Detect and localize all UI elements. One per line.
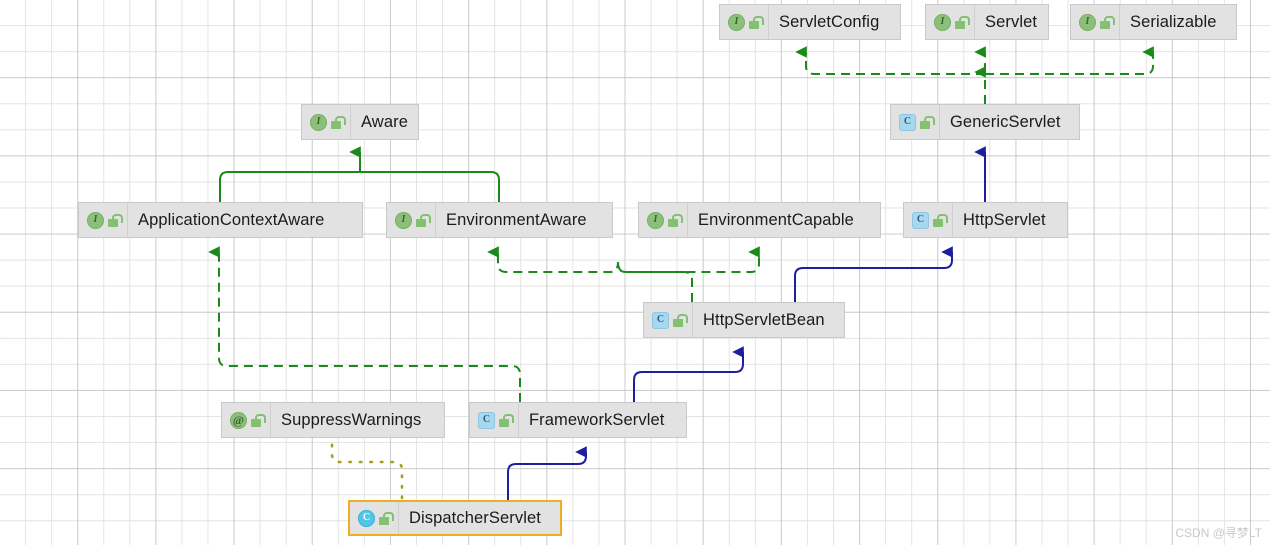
unlock-icon	[331, 115, 346, 129]
unlock-icon	[668, 213, 683, 227]
edge-dispatcherservlet-annotation-suppresswarnings	[330, 436, 404, 500]
node-label: Serializable	[1130, 12, 1217, 31]
node-label: SuppressWarnings	[281, 410, 422, 429]
node-icons: I	[720, 5, 769, 39]
node-icons: I	[926, 5, 975, 39]
annotation-icon: @	[230, 411, 247, 429]
edge-dispatcherservlet-extends-frameworkservlet	[507, 446, 587, 500]
node-dispatcherservlet[interactable]: C DispatcherServlet	[348, 500, 562, 536]
unlock-icon	[749, 15, 764, 29]
node-label: EnvironmentCapable	[698, 210, 854, 229]
edge-httpservletbean-implements	[487, 246, 760, 302]
node-label: HttpServlet	[963, 210, 1046, 229]
unlock-icon	[379, 511, 394, 525]
node-icons: I	[1071, 5, 1120, 39]
unlock-icon	[108, 213, 123, 227]
edge-aware-extends	[219, 146, 500, 202]
edge-frameworkservlet-implements-applicationcontextaware	[208, 246, 521, 402]
node-icons: C	[891, 105, 940, 139]
node-icons: I	[387, 203, 436, 237]
node-icons: I	[79, 203, 128, 237]
class-icon: C	[358, 509, 375, 527]
node-servlet[interactable]: I Servlet	[925, 4, 1049, 40]
node-label: ApplicationContextAware	[138, 210, 325, 229]
node-environmentaware[interactable]: I EnvironmentAware	[386, 202, 613, 238]
node-label: Servlet	[985, 12, 1038, 31]
node-suppresswarnings[interactable]: @ SuppressWarnings	[221, 402, 445, 438]
node-icons: C	[350, 502, 399, 534]
edge-genericservlet-implements	[795, 46, 1154, 104]
interface-icon: I	[87, 211, 104, 229]
interface-icon: I	[728, 13, 745, 31]
unlock-icon	[1100, 15, 1115, 29]
node-label: HttpServletBean	[703, 310, 825, 329]
watermark: CSDN @寻梦LT	[1175, 526, 1262, 540]
node-genericservlet[interactable]: C GenericServlet	[890, 104, 1080, 140]
node-icons: @	[222, 403, 271, 437]
node-icons: I	[302, 105, 351, 139]
edge-httpservletbean-extends-httpservlet	[794, 246, 953, 302]
node-label: ServletConfig	[779, 12, 880, 31]
class-icon: C	[912, 211, 929, 229]
node-servletconfig[interactable]: I ServletConfig	[719, 4, 901, 40]
unlock-icon	[933, 213, 948, 227]
node-applicationcontextaware[interactable]: I ApplicationContextAware	[78, 202, 363, 238]
unlock-icon	[673, 313, 688, 327]
interface-icon: I	[934, 13, 951, 31]
interface-icon: I	[395, 211, 412, 229]
interface-icon: I	[1079, 13, 1096, 31]
node-icons: C	[904, 203, 953, 237]
node-httpservlet[interactable]: C HttpServlet	[903, 202, 1068, 238]
node-label: Aware	[361, 112, 408, 131]
interface-icon: I	[647, 211, 664, 229]
edge-frameworkservlet-extends-httpservletbean	[633, 346, 744, 402]
node-serializable[interactable]: I Serializable	[1070, 4, 1237, 40]
class-icon: C	[652, 311, 669, 329]
unlock-icon	[416, 213, 431, 227]
unlock-icon	[920, 115, 935, 129]
class-icon: C	[899, 113, 916, 131]
node-environmentcapable[interactable]: I EnvironmentCapable	[638, 202, 881, 238]
node-label: EnvironmentAware	[446, 210, 587, 229]
unlock-icon	[499, 413, 514, 427]
node-aware[interactable]: I Aware	[301, 104, 419, 140]
node-httpservletbean[interactable]: C HttpServletBean	[643, 302, 845, 338]
node-icons: I	[639, 203, 688, 237]
node-icons: C	[470, 403, 519, 437]
node-icons: C	[644, 303, 693, 337]
node-frameworkservlet[interactable]: C FrameworkServlet	[469, 402, 687, 438]
node-label: DispatcherServlet	[409, 508, 541, 527]
node-label: FrameworkServlet	[529, 410, 665, 429]
unlock-icon	[955, 15, 970, 29]
unlock-icon	[251, 413, 266, 427]
node-label: GenericServlet	[950, 112, 1061, 131]
class-icon: C	[478, 411, 495, 429]
interface-icon: I	[310, 113, 327, 131]
